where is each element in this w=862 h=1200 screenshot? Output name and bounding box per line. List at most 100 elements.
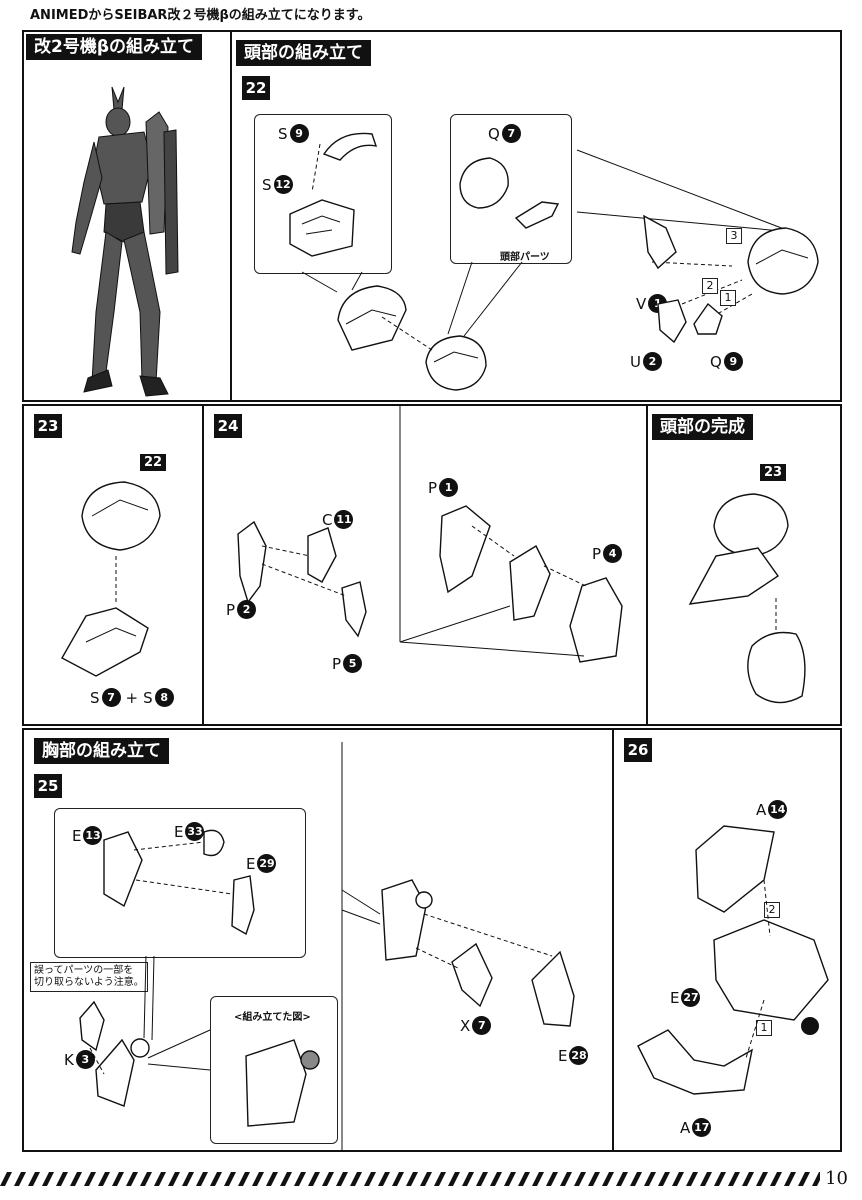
part-head-helmet	[425, 335, 487, 391]
label-assembled-view: <組み立てた図>	[234, 1012, 311, 1023]
footer-stripe	[462, 1172, 474, 1186]
part-head-parts-piece	[514, 201, 560, 229]
footer-stripe	[448, 1172, 460, 1186]
part-head-assembled-22	[747, 227, 819, 295]
footer-stripe	[714, 1172, 726, 1186]
footer-stripe	[686, 1172, 698, 1186]
footer-stripe	[392, 1172, 404, 1186]
order-box-1: 1	[720, 290, 736, 306]
ref-22-tag: 22	[140, 454, 167, 471]
footer-stripe	[658, 1172, 670, 1186]
page-number: 10	[825, 1168, 848, 1189]
footer-stripe	[280, 1172, 292, 1186]
footer-stripe	[532, 1172, 544, 1186]
footer-stripe	[210, 1172, 222, 1186]
step-22-badge: 22	[242, 76, 270, 100]
footer-stripe	[770, 1172, 782, 1186]
figure-panel: 改2号機βの組み立て	[22, 30, 232, 402]
footer-stripe	[84, 1172, 96, 1186]
footer-stripes	[0, 1172, 820, 1186]
footer-stripe	[560, 1172, 572, 1186]
footer-stripe	[616, 1172, 628, 1186]
footer-stripe	[602, 1172, 614, 1186]
footer-stripe	[504, 1172, 516, 1186]
footer-stripe	[238, 1172, 250, 1186]
footer-stripe	[672, 1172, 684, 1186]
caution-note: 誤ってパーツの一部を 切り取らないよう注意。	[30, 962, 148, 992]
connector-23	[115, 556, 117, 604]
step22-subbox-right	[450, 114, 572, 264]
connector-lines-22	[301, 143, 793, 351]
step25-subbox	[54, 808, 306, 958]
footer-stripe	[434, 1172, 446, 1186]
head-complete-title: 頭部の完成	[652, 414, 753, 440]
footer-stripe	[140, 1172, 152, 1186]
step-26-badge: 26	[624, 738, 652, 762]
head-complete-panel: 頭部の完成 23	[646, 404, 842, 726]
footer-stripe	[742, 1172, 754, 1186]
footer-stripe	[266, 1172, 278, 1186]
footer-stripe	[420, 1172, 432, 1186]
footer-stripe	[490, 1172, 502, 1186]
figure-title: 改2号機βの組み立て	[26, 34, 202, 60]
footer-stripe	[728, 1172, 740, 1186]
part-head-with-neck	[688, 493, 806, 704]
step-23-badge: 23	[34, 414, 62, 438]
order-box-3: 3	[726, 228, 742, 244]
footer-stripe	[644, 1172, 656, 1186]
footer-stripe	[574, 1172, 586, 1186]
assembled-view-box	[210, 996, 338, 1144]
footer-stripe	[154, 1172, 166, 1186]
eva-unit-figure	[71, 86, 179, 397]
footer-stripe	[546, 1172, 558, 1186]
order-box-2: 2	[702, 278, 718, 294]
footer-stripe	[700, 1172, 712, 1186]
part-neck-s7-s8	[61, 607, 149, 677]
footer-stripe	[336, 1172, 348, 1186]
footer-stripe	[126, 1172, 138, 1186]
part-s12-frame	[289, 199, 355, 257]
footer-stripe	[252, 1172, 264, 1186]
footer-stripe	[784, 1172, 796, 1186]
footer-stripe	[812, 1172, 820, 1186]
part-s9-shell	[322, 132, 378, 161]
footer-stripe	[56, 1172, 68, 1186]
footer-stripe	[182, 1172, 194, 1186]
page-header: ANIMEDからSEIBAR改２号機βの組み立てになります。	[30, 8, 371, 23]
parts-step26	[637, 825, 829, 1095]
footer-stripe	[168, 1172, 180, 1186]
part-u2	[657, 299, 687, 344]
step-24-badge: 24	[214, 414, 242, 438]
label-head-parts: 頭部パーツ	[500, 252, 550, 263]
footer-stripe	[98, 1172, 110, 1186]
part-head-22	[81, 481, 161, 551]
footer-stripe	[350, 1172, 362, 1186]
footer-stripe	[42, 1172, 54, 1186]
footer-stripe	[518, 1172, 530, 1186]
chest-assembly-title: 胸部の組み立て	[34, 738, 169, 764]
step-25-badge: 25	[34, 774, 62, 798]
footer-stripe	[798, 1172, 810, 1186]
footer-stripe	[112, 1172, 124, 1186]
footer-stripe	[476, 1172, 488, 1186]
part-v1-horn	[643, 214, 677, 270]
parts-step24	[237, 406, 623, 663]
